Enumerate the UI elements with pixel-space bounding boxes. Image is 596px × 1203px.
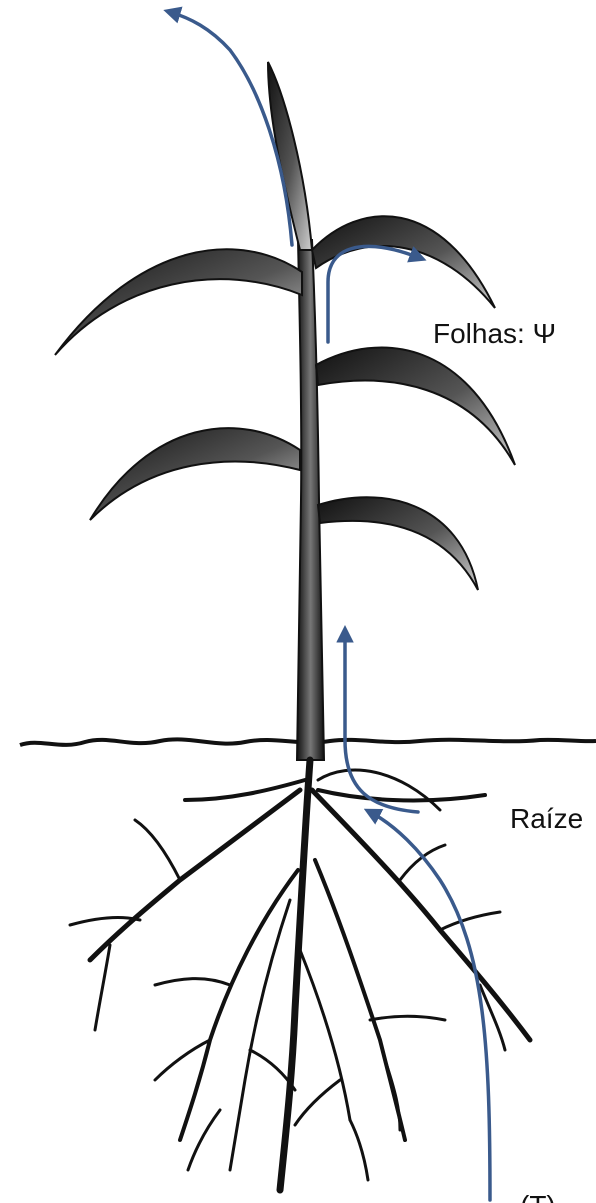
leaf-upper-right: [312, 216, 495, 308]
flow-arrow-stem-to-leaf: [328, 246, 420, 342]
label-bottom: (T): [520, 1190, 556, 1203]
leaf-middle-left: [90, 428, 300, 520]
leaf-middle-right: [316, 348, 515, 465]
label-leaves: Folhas: Ψ: [433, 318, 556, 349]
label-roots: Raíze: [510, 803, 583, 834]
root-system: [70, 760, 530, 1190]
plant-stem: [297, 240, 324, 760]
leaf-lower-right: [318, 497, 478, 590]
leaf-upper-left: [55, 249, 302, 355]
